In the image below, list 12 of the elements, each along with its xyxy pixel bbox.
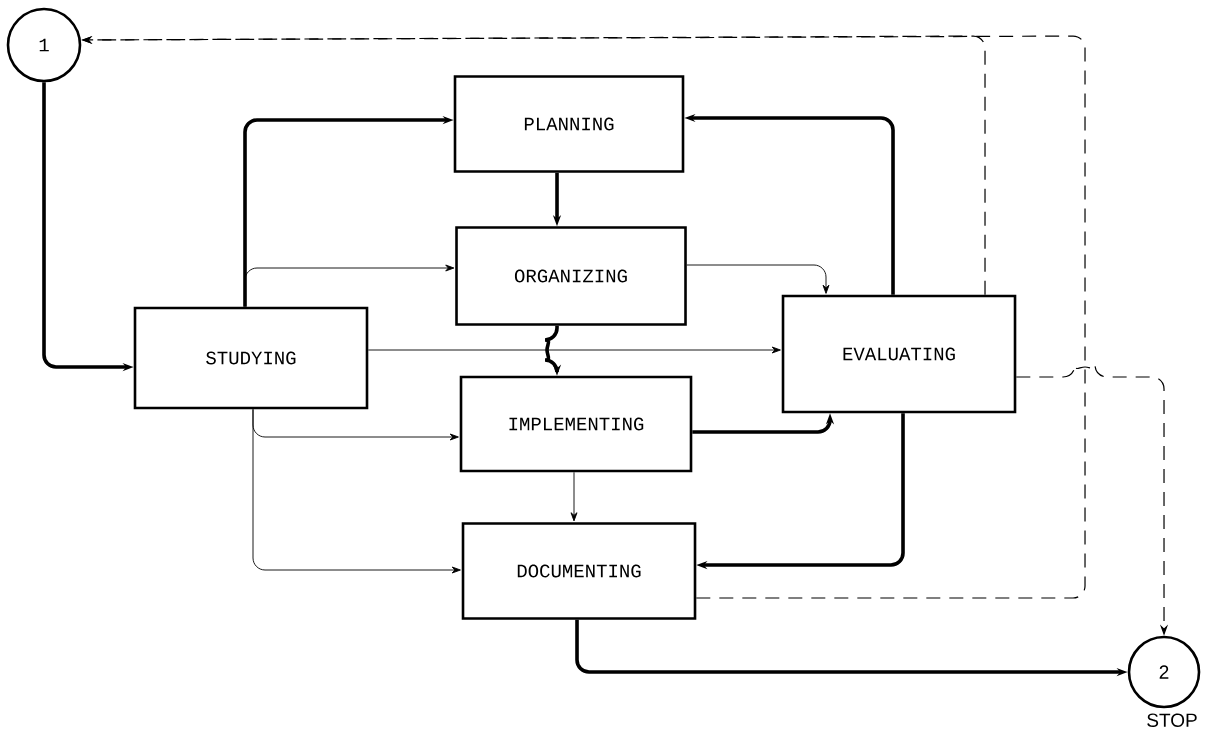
arrow	[686, 264, 830, 294]
process-box: PLANNING	[453, 75, 685, 173]
process-box: ORGANIZING	[455, 226, 687, 326]
caption-text: STOP	[1147, 713, 1197, 727]
process-box: STUDYING	[133, 306, 369, 410]
process-box: DOCUMENTING	[461, 522, 697, 620]
arrow	[367, 346, 781, 354]
arrow	[244, 264, 455, 308]
arrow	[252, 408, 461, 574]
process-box: EVALUATING	[781, 294, 1017, 414]
process-box: IMPLEMENTING	[459, 375, 693, 473]
arrow	[570, 471, 578, 522]
